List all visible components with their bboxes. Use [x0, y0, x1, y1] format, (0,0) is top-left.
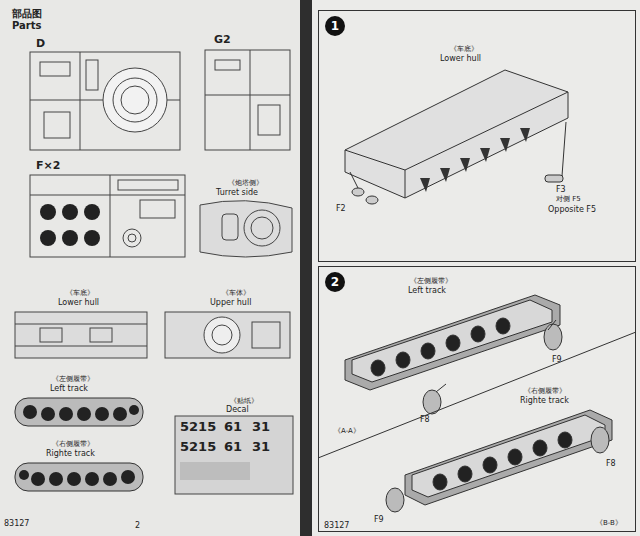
- caption-label: Left track: [50, 385, 88, 394]
- caption-label: 《左侧履带》: [410, 278, 452, 286]
- caption-label: 61: [224, 440, 242, 454]
- caption-label: 部品图: [12, 8, 42, 19]
- part-label: G2: [214, 34, 231, 46]
- part-label: F×2: [36, 160, 60, 172]
- caption-label: 2: [135, 522, 140, 531]
- caption-label: Parts: [12, 20, 41, 31]
- caption-label: Upper hull: [210, 299, 251, 308]
- caption-label: 《车底》: [66, 290, 94, 298]
- caption-label: 《贴纸》: [230, 398, 258, 406]
- caption-label: 《右侧履带》: [524, 388, 566, 396]
- caption-label: 《左侧履带》: [52, 376, 94, 384]
- caption-label: 61: [224, 420, 242, 434]
- caption-label: Left track: [408, 287, 446, 296]
- part-label: D: [36, 38, 45, 50]
- caption-label: 《B-B》: [596, 520, 622, 528]
- part-label: F9: [552, 356, 562, 365]
- caption-label: 5215: [180, 420, 216, 434]
- caption-label: 对侧 F5: [556, 196, 581, 204]
- caption-label: 5215: [180, 440, 216, 454]
- caption-label: Righte track: [520, 397, 569, 406]
- part-label: F8: [606, 460, 616, 469]
- caption-label: 《炮塔侧》: [228, 180, 263, 188]
- caption-label: Lower hull: [440, 55, 481, 64]
- step-panel: 2: [318, 266, 636, 532]
- caption-label: Decal: [226, 406, 249, 415]
- caption-label: 《车底》: [450, 46, 478, 54]
- caption-label: Lower hull: [58, 299, 99, 308]
- part-label: F2: [336, 205, 346, 214]
- caption-label: 《车体》: [222, 290, 250, 298]
- caption-label: 83127: [4, 520, 29, 529]
- caption-label: Turret side: [216, 189, 258, 198]
- part-label: F9: [374, 516, 384, 525]
- step-number: 1: [325, 16, 345, 36]
- caption-label: Righte track: [46, 450, 95, 459]
- caption-label: Opposite F5: [548, 206, 596, 215]
- caption-label: 《右侧履带》: [52, 441, 94, 449]
- caption-label: 《A-A》: [334, 428, 360, 436]
- caption-label: 83127: [324, 522, 349, 531]
- caption-label: 31: [252, 440, 270, 454]
- caption-label: 31: [252, 420, 270, 434]
- step-number: 2: [325, 272, 345, 292]
- part-label: F8: [420, 416, 430, 425]
- part-label: F3: [556, 186, 566, 195]
